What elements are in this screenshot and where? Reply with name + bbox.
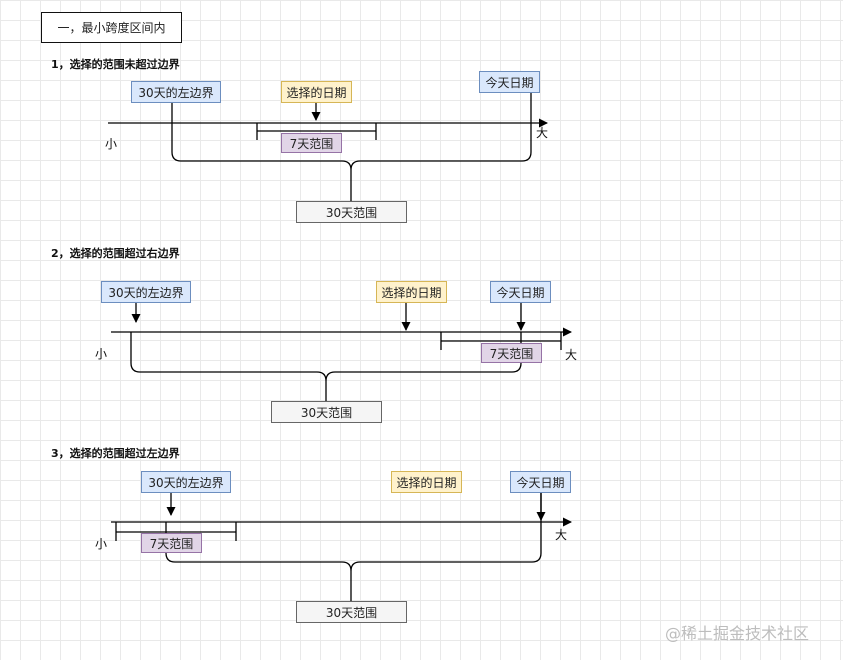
selected-date-box-2: 选择的日期	[376, 281, 447, 303]
left-bound-box-2: 30天的左边界	[101, 281, 191, 303]
today-label-3: 今天日期	[516, 475, 565, 490]
left-bound-label-3: 30天的左边界	[148, 475, 224, 490]
small-label-3: 小	[95, 537, 108, 551]
range30-label-3: 30天范围	[325, 605, 378, 620]
range30-box-1: 30天范围	[296, 201, 407, 223]
range30-label-2: 30天范围	[300, 405, 353, 420]
section-1-heading: 1，选择的范围未超过边界	[51, 58, 180, 71]
left-bound-label-1: 30天的左边界	[138, 85, 214, 100]
title-label: 一，最小跨度区间内	[57, 21, 166, 35]
range7-box-1: 7天范围	[281, 133, 342, 153]
today-label-1: 今天日期	[485, 75, 534, 90]
left-bound-box-3: 30天的左边界	[141, 471, 231, 493]
today-box-1: 今天日期	[479, 71, 540, 93]
range30-label-1: 30天范围	[325, 205, 378, 220]
range7-box-2: 7天范围	[481, 343, 542, 363]
selected-date-box-1: 选择的日期	[281, 81, 352, 103]
selected-date-box-3: 选择的日期	[391, 471, 462, 493]
range7-label-2: 7天范围	[489, 346, 534, 361]
today-box-3: 今天日期	[510, 471, 571, 493]
watermark: @稀土掘金技术社区	[665, 624, 810, 643]
range7-label-1: 7天范围	[289, 136, 334, 151]
section-2-heading: 2，选择的范围超过右边界	[51, 247, 180, 260]
selected-date-label-1: 选择的日期	[286, 85, 347, 100]
section-3-heading: 3，选择的范围超过左边界	[51, 447, 180, 460]
big-label-3: 大	[555, 528, 568, 542]
selected-date-label-2: 选择的日期	[381, 285, 442, 300]
small-label-2: 小	[95, 347, 108, 361]
big-label-1: 大	[536, 126, 549, 140]
left-bound-label-2: 30天的左边界	[108, 285, 184, 300]
selected-date-label-3: 选择的日期	[396, 475, 457, 490]
range30-box-2: 30天范围	[271, 401, 382, 423]
big-label-2: 大	[565, 348, 578, 362]
left-bound-box-1: 30天的左边界	[131, 81, 221, 103]
range30-brace-3	[165, 493, 542, 601]
range7-label-3: 7天范围	[149, 536, 194, 551]
range7-box-3: 7天范围	[141, 533, 202, 553]
small-label-1: 小	[105, 137, 118, 151]
today-box-2: 今天日期	[490, 281, 551, 303]
range30-brace-2	[130, 332, 522, 402]
title-box: 一，最小跨度区间内	[41, 12, 182, 43]
range30-brace-1	[171, 92, 532, 201]
today-label-2: 今天日期	[496, 285, 545, 300]
range30-box-3: 30天范围	[296, 601, 407, 623]
